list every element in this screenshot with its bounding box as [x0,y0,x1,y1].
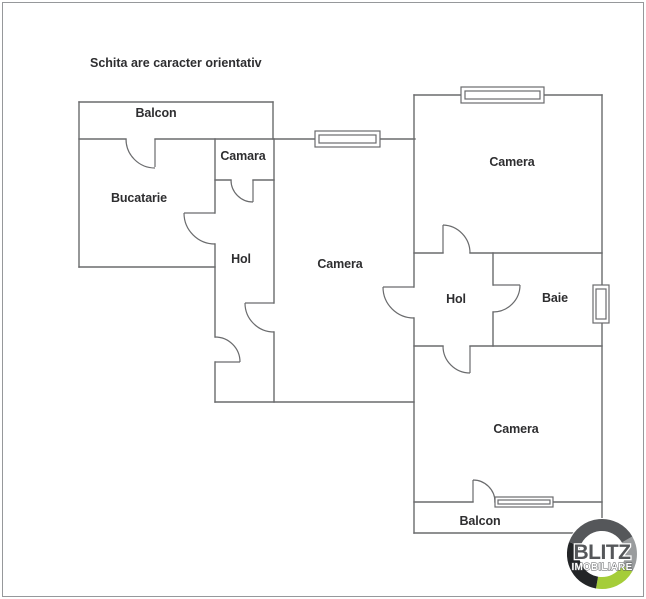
door-hol-camera-bottom [442,345,471,374]
logo-ring-silver [621,536,637,572]
window-camera-bottom [494,496,554,508]
doors [125,138,521,503]
room-label-hol-right: Hol [446,292,466,306]
door-hall-camera-middle [244,302,275,333]
room-label-camera-middle: Camera [317,257,363,271]
room-label-camera-top-right: Camera [489,155,535,169]
door-camera-balcony [472,479,496,503]
disclaimer-text: Schita are caracter orientativ [90,56,262,70]
room-label-baie: Baie [541,291,569,305]
room-label-balcon-top: Balcon [135,106,177,120]
window-baie [592,284,610,324]
logo-ring-black [566,542,599,589]
door-balcony-kitchen [125,138,156,169]
window-camera-top-right [460,86,545,104]
logo-wordmark: BLITZ [574,541,632,564]
logo-tagline: IMOBILIARE [572,562,633,573]
room-label-camara: Camara [220,149,266,163]
door-pantry [230,179,254,203]
logo-ring-green [595,565,633,590]
room-label-bucatarie: Bucatarie [110,191,168,205]
agency-logo: BLITZ IMOBILIARE [566,518,638,590]
windows [314,86,610,508]
logo-ring-dark [569,518,633,547]
door-kitchen-hall [183,212,216,245]
room-label-hol-left: Hol [231,252,251,266]
door-hol-baie [492,284,521,313]
door-entrance [214,336,241,363]
door-hol-camera-top [442,224,471,254]
door-camera-middle-hol-right [382,286,415,319]
room-label-camera-bottom: Camera [493,422,539,436]
window-camera-middle [314,130,381,148]
room-label-balcon-bottom: Balcon [459,514,501,528]
